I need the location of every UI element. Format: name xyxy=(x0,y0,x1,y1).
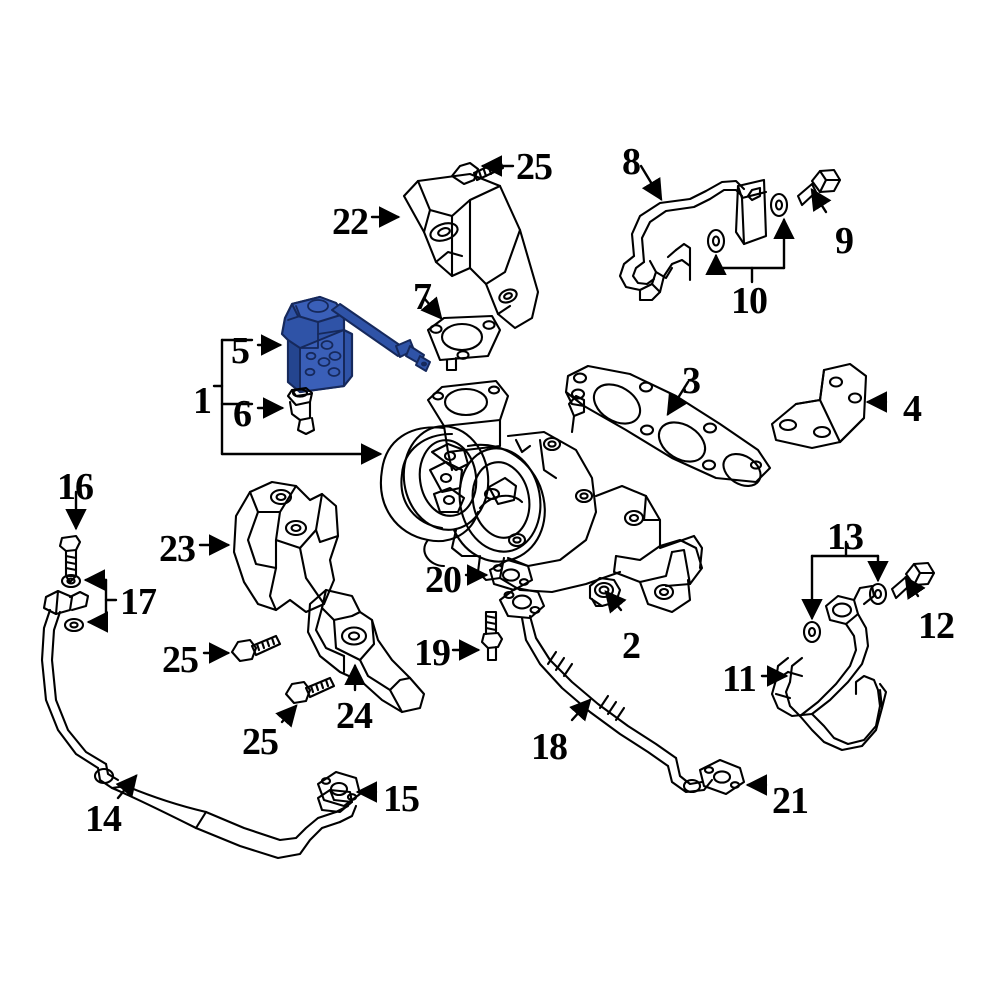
part-turbo-actuator-5-highlight xyxy=(280,295,431,394)
callout-label-1[interactable]: 1 xyxy=(193,380,212,422)
callout-label-23[interactable]: 23 xyxy=(159,528,196,570)
part-heat-shield-24 xyxy=(306,588,426,714)
callout-label-11[interactable]: 11 xyxy=(722,658,757,700)
callout-label-3[interactable]: 3 xyxy=(682,360,701,402)
part-heat-shield-bracket-4 xyxy=(770,362,868,450)
callout-label-12[interactable]: 12 xyxy=(918,605,955,647)
callout-label-10[interactable]: 10 xyxy=(731,280,768,322)
callout-label-16[interactable]: 16 xyxy=(57,466,94,508)
callout-label-19[interactable]: 19 xyxy=(414,632,451,674)
part-bolt-19 xyxy=(480,610,504,662)
callout-label-6[interactable]: 6 xyxy=(233,393,252,435)
part-heat-shield-23 xyxy=(232,480,340,614)
callout-label-25-left[interactable]: 25 xyxy=(162,639,199,681)
part-bolt-25-left xyxy=(230,634,282,663)
part-turbocharger-assembly xyxy=(379,379,704,614)
callout-label-17[interactable]: 17 xyxy=(120,581,157,623)
part-exhaust-manifold-gasket-3 xyxy=(564,364,772,487)
callout-label-9[interactable]: 9 xyxy=(835,220,854,262)
callout-label-7[interactable]: 7 xyxy=(413,276,432,318)
callout-label-14[interactable]: 14 xyxy=(85,798,122,840)
callout-label-8[interactable]: 8 xyxy=(622,141,641,183)
part-sealing-washers-17 xyxy=(60,573,85,633)
callout-label-22[interactable]: 22 xyxy=(332,201,369,243)
callout-label-5[interactable]: 5 xyxy=(231,330,250,372)
callout-label-25-lower[interactable]: 25 xyxy=(242,721,279,763)
callout-label-13[interactable]: 13 xyxy=(827,516,864,558)
callout-label-25-upper[interactable]: 25 xyxy=(516,146,553,188)
part-coolant-line-8 xyxy=(618,178,789,302)
part-oil-feed-gasket-20 xyxy=(488,558,534,592)
part-banjo-bolt-12 xyxy=(890,561,936,600)
part-oil-line-gasket-21 xyxy=(698,758,746,796)
part-bolt-25-upper xyxy=(450,159,505,186)
part-bolt-25-lower xyxy=(284,676,336,705)
callout-label-2[interactable]: 2 xyxy=(622,625,641,667)
part-solenoid-valve-6 xyxy=(286,386,316,436)
callout-label-21[interactable]: 21 xyxy=(772,780,809,822)
callout-label-15[interactable]: 15 xyxy=(383,778,420,820)
callout-label-24[interactable]: 24 xyxy=(336,695,373,737)
part-turbo-gasket-7 xyxy=(426,314,502,372)
callout-label-18[interactable]: 18 xyxy=(531,726,568,768)
part-coolant-feed-pipe-11 xyxy=(770,582,888,752)
callout-label-20[interactable]: 20 xyxy=(425,559,462,601)
callout-label-4[interactable]: 4 xyxy=(903,388,922,430)
